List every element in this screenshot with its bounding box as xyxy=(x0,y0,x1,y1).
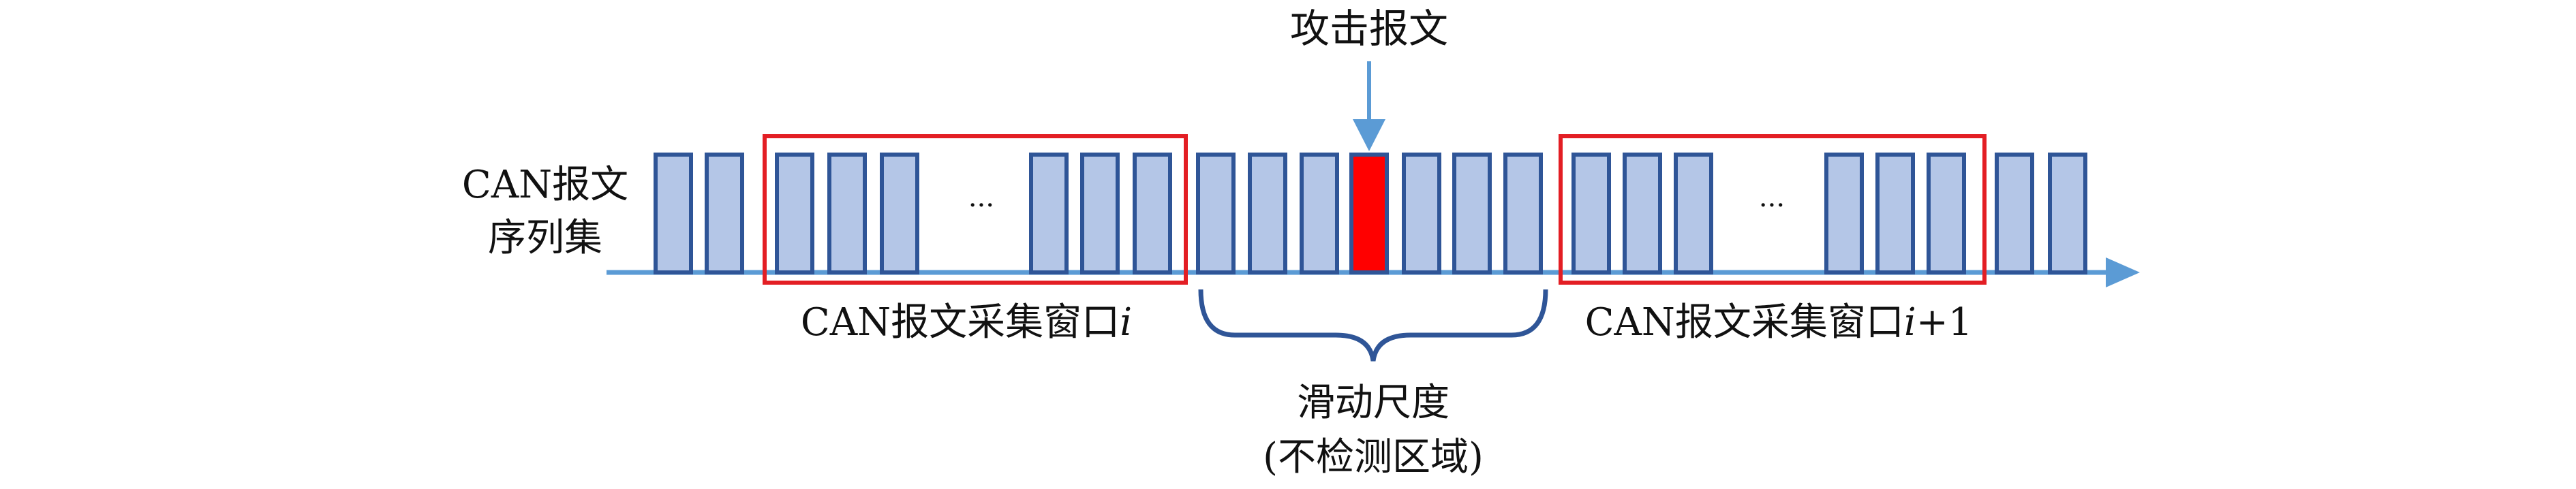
can-message xyxy=(705,153,744,274)
can-message xyxy=(1875,153,1915,274)
sampling-window-i1 xyxy=(1559,134,1987,285)
sequence-label-line2: 序列集 xyxy=(488,216,602,260)
can-message xyxy=(1674,153,1713,274)
can-message xyxy=(1452,153,1492,274)
slide-label-line1: 滑动尺度 xyxy=(1297,381,1450,425)
can-message xyxy=(1402,153,1441,274)
can-message xyxy=(1029,153,1069,274)
can-message xyxy=(1995,153,2034,274)
can-message xyxy=(1196,153,1236,274)
can-message xyxy=(1571,153,1611,274)
attack-arrow xyxy=(1353,61,1385,151)
ellipsis-window-i1: ··· xyxy=(1759,190,1785,221)
attack-message xyxy=(1349,153,1389,274)
ellipsis-window-i: ··· xyxy=(968,190,994,221)
sequence-label-line1: CAN报文 xyxy=(462,163,628,207)
window-i-label: CAN报文采集窗口i xyxy=(801,300,1132,345)
can-message xyxy=(654,153,693,274)
attack-label: 攻击报文 xyxy=(1290,5,1448,52)
slide-label-line2: (不检测区域) xyxy=(1263,435,1484,479)
can-message xyxy=(2048,153,2087,274)
slide-brace xyxy=(1198,289,1548,362)
can-message xyxy=(1300,153,1339,274)
can-message xyxy=(1623,153,1662,274)
can-message xyxy=(775,153,814,274)
can-message xyxy=(1248,153,1287,274)
window-i1-label: CAN报文采集窗口i+1 xyxy=(1585,300,1973,345)
can-message xyxy=(1133,153,1172,274)
can-message xyxy=(1927,153,1966,274)
can-message xyxy=(1080,153,1120,274)
can-message xyxy=(880,153,919,274)
can-message xyxy=(827,153,867,274)
can-message xyxy=(1503,153,1543,274)
sampling-window-i xyxy=(763,134,1188,285)
can-message xyxy=(1824,153,1864,274)
message-sequence xyxy=(654,153,2087,274)
